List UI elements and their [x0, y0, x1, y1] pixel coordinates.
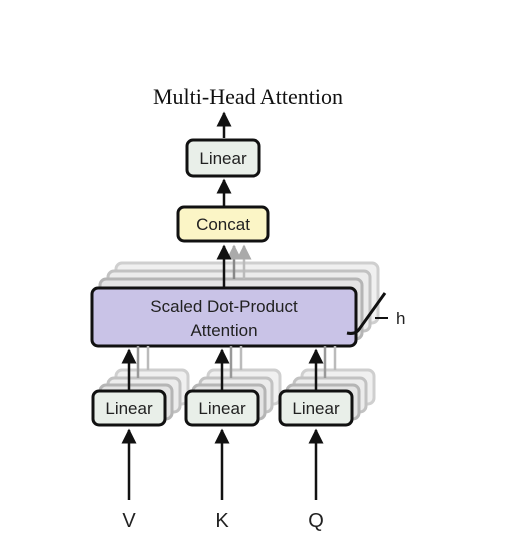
- scaled-dot-product-attention-block: Scaled Dot-Product Attention: [90, 286, 358, 348]
- linear-q-label: Linear: [292, 399, 340, 418]
- top-linear-label: Linear: [199, 149, 247, 168]
- concat-label: Concat: [196, 215, 250, 234]
- linear-q-block: Linear: [278, 389, 354, 427]
- linear-v-label: Linear: [105, 399, 153, 418]
- diagram-title: Multi-Head Attention: [153, 84, 343, 109]
- attention-label-line2: Attention: [190, 321, 257, 340]
- linear-k-block: Linear: [184, 389, 260, 427]
- input-v-label: V: [122, 510, 136, 532]
- input-k-label: K: [215, 510, 229, 532]
- linear-k-label: Linear: [198, 399, 246, 418]
- top-linear-block: Linear: [185, 138, 261, 178]
- concat-block: Concat: [176, 205, 270, 243]
- heads-label: h: [396, 309, 405, 328]
- linear-v-block: Linear: [91, 389, 167, 427]
- heads-bracket: [346, 292, 387, 335]
- input-q-label: Q: [308, 510, 324, 532]
- attention-label-line1: Scaled Dot-Product: [150, 297, 298, 316]
